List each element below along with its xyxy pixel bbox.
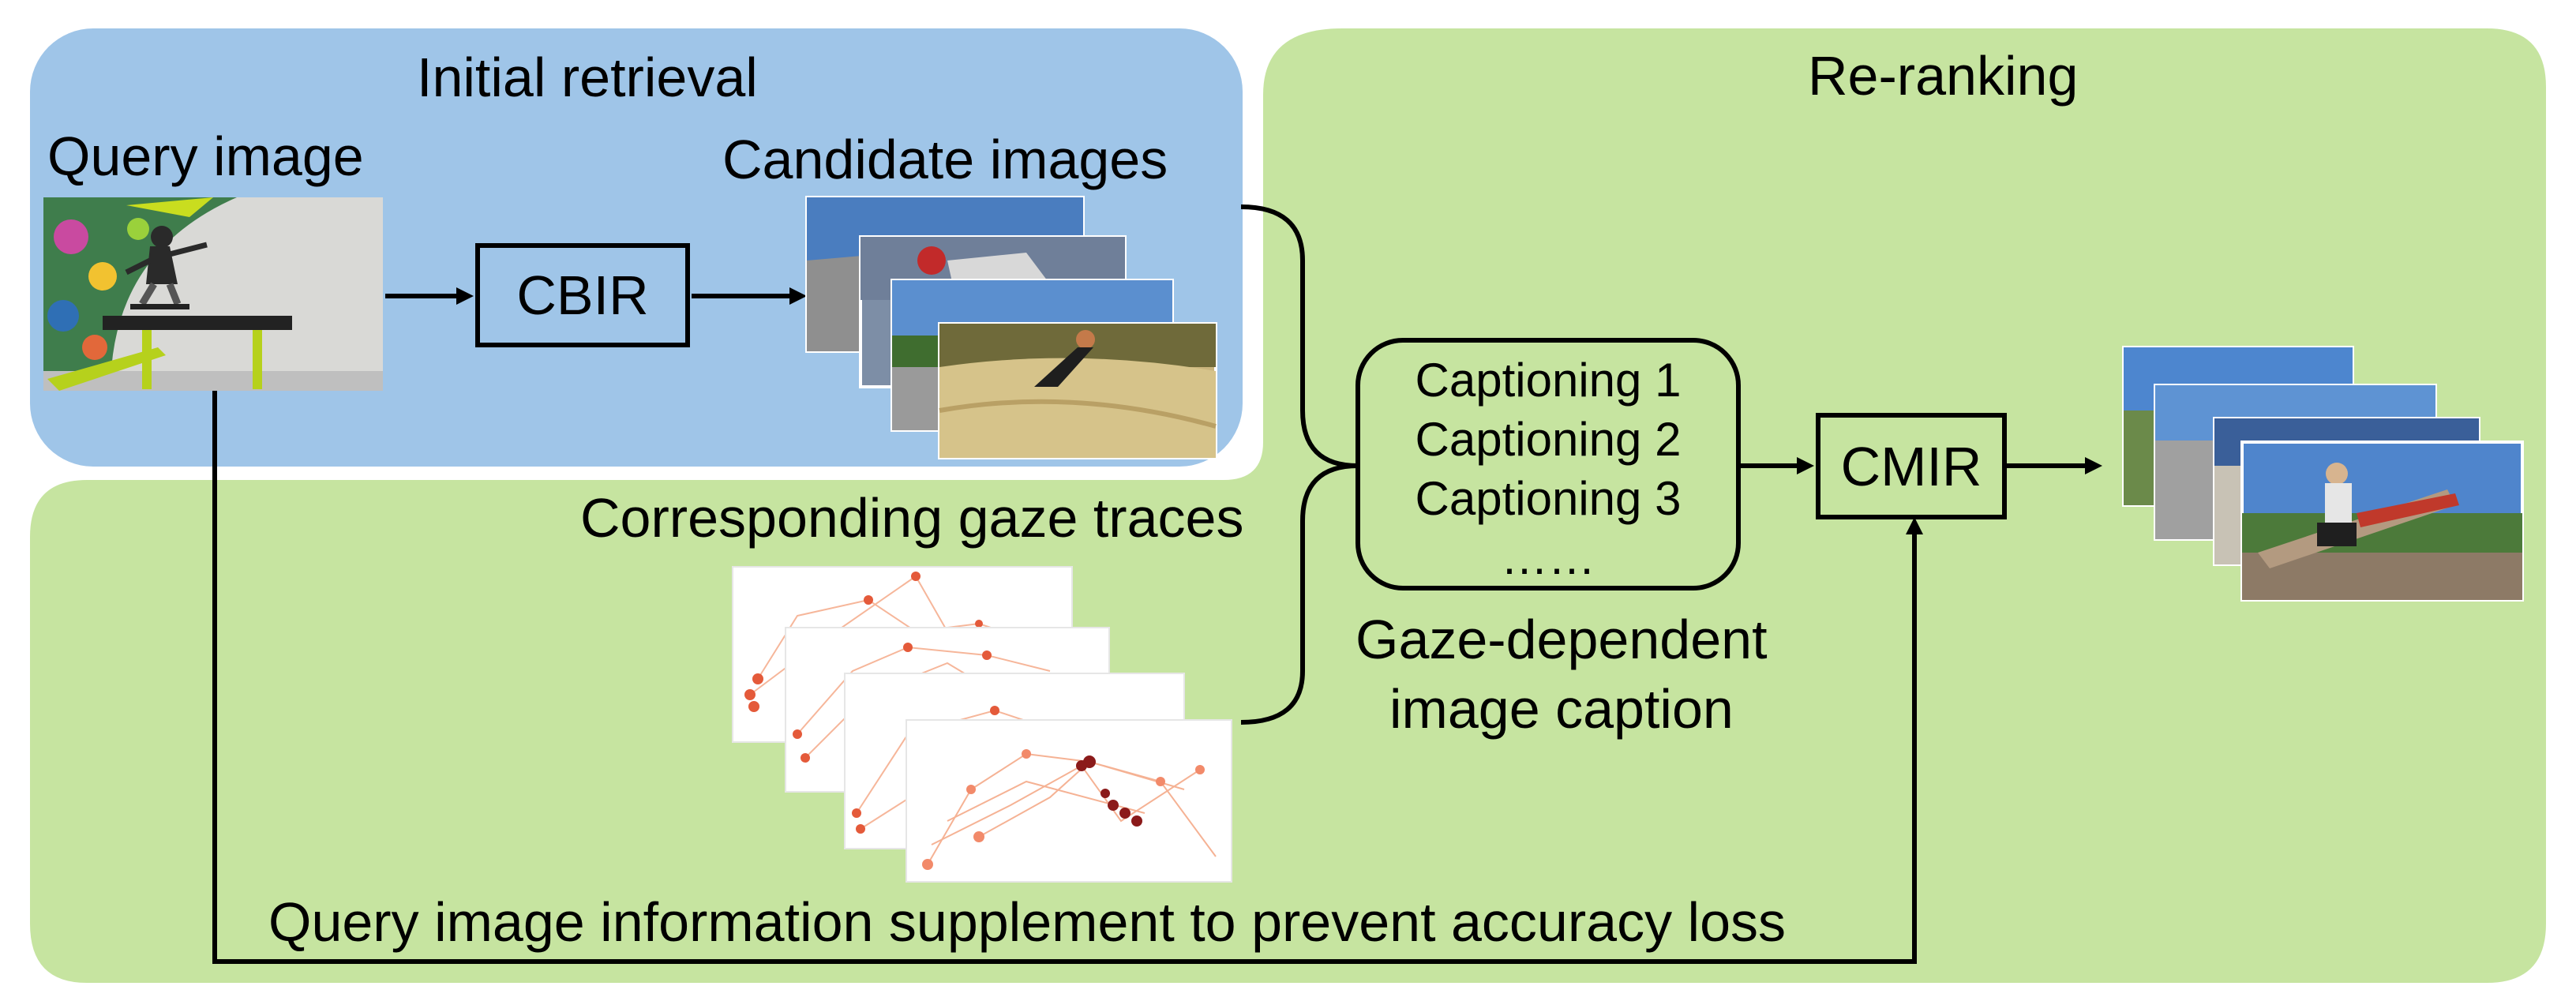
supplement-path [212,391,1917,964]
re-ranking-panel [30,28,2546,983]
captioning-item-2: Captioning 2 [1415,413,1682,466]
candidate-photo-stack [805,196,1217,459]
cbir-label: CBIR [516,264,649,326]
candidate-images-label: Candidate images [722,129,1168,190]
arrowhead-cmir-to-results [2085,457,2102,474]
captioning-item-1: Captioning 1 [1415,354,1682,407]
arrowhead-cbir-to-candidates [789,287,807,305]
query-image-label: Query image [47,126,364,187]
re-ranking-title: Re-ranking [1808,45,2079,107]
captioning-box: Captioning 1 Captioning 2 Captioning 3 …… [1355,338,1741,590]
reranked-photo-stack [2122,346,2524,602]
initial-retrieval-title: Initial retrieval [417,47,758,108]
caption-label-line1: Gaze-dependent [1355,609,1768,670]
caption-label-line2: image caption [1389,678,1734,740]
captioning-ellipsis: …… [1501,531,1595,584]
arrowhead-query-to-cbir [456,287,474,305]
supplement-label: Query image information supplement to pr… [268,891,1787,953]
cbir-box: CBIR [475,243,690,347]
cmir-label: CMIR [1840,435,1982,497]
arrowhead-supplement-to-cmir [1906,517,1923,534]
arrowhead-captioning-to-cmir [1797,457,1814,474]
gaze-trace-plot-stack [732,566,1232,883]
cmir-box: CMIR [1816,413,2007,519]
query-photo [43,197,383,391]
captioning-item-3: Captioning 3 [1415,472,1682,525]
gaze-traces-label: Corresponding gaze traces [580,487,1244,549]
